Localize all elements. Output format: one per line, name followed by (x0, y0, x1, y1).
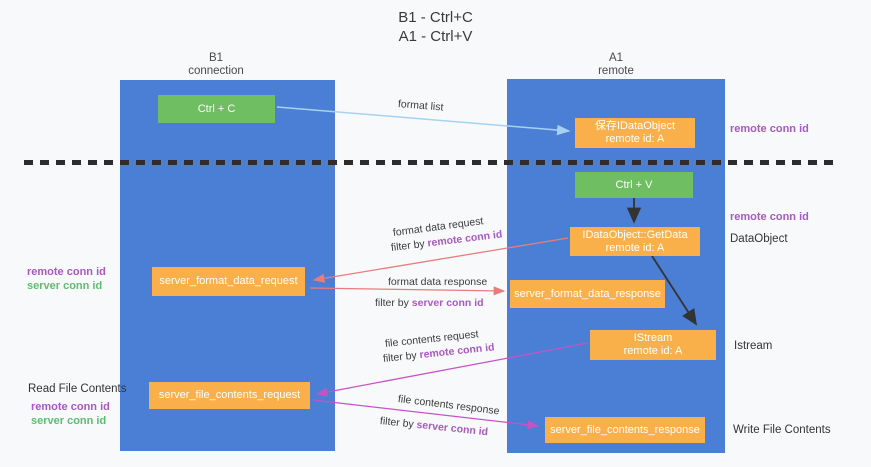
node-istream: IStream remote id: A (590, 330, 716, 360)
node-idataobject-getdata-line2: remote id: A (605, 241, 665, 254)
server-conn-id-key: server conn id (415, 418, 489, 439)
lane-header-a1: A1 remote (546, 52, 686, 78)
diagram-title: B1 - Ctrl+C A1 - Ctrl+V (0, 8, 871, 46)
label-file-contents-response-filter: filter by server conn id (379, 415, 488, 438)
node-save-idataobject: 保存IDataObject remote id: A (575, 118, 695, 148)
node-idataobject-getdata: IDataObject::GetData remote id: A (570, 227, 700, 256)
right-remote-conn-id-top: remote conn id (730, 123, 809, 135)
node-istream-line2: remote id: A (623, 345, 683, 357)
node-save-idataobject-line2: remote id: A (605, 133, 665, 145)
lane-b1-role: connection (188, 65, 244, 77)
left-remote-conn-id-bottom: remote conn id (31, 401, 110, 413)
label-format-list: format list (397, 98, 444, 114)
label-file-contents-response: file contents response (397, 393, 501, 418)
lane-a1-name: A1 (608, 52, 624, 64)
label-read-file-contents: Read File Contents (28, 383, 127, 395)
title-line-2: A1 - Ctrl+V (398, 28, 473, 45)
node-ctrl-c-label: Ctrl + C (197, 102, 236, 115)
left-server-conn-id-bottom: server conn id (31, 415, 107, 427)
lane-b1-name: B1 (208, 52, 224, 64)
node-idataobject-getdata-line1: IDataObject::GetData (582, 228, 688, 241)
filter-by-text: filter by (375, 297, 412, 309)
label-format-data-response: format data response (388, 276, 488, 288)
node-ctrl-v: Ctrl + V (575, 172, 693, 198)
node-server-file-contents-request: server_file_contents_request (149, 382, 310, 409)
node-server-format-data-response: server_format_data_response (510, 280, 665, 308)
lane-header-b1: B1 connection (146, 52, 286, 78)
node-server-file-contents-request-label: server_file_contents_request (158, 389, 301, 401)
left-remote-conn-id-top: remote conn id (27, 266, 106, 278)
label-istream: Istream (734, 340, 773, 352)
node-server-format-data-response-label: server_format_data_response (514, 287, 661, 300)
left-server-conn-id-top: server conn id (27, 280, 103, 292)
node-server-format-data-request-label: server_format_data_request (159, 275, 298, 287)
filter-by-text: filter by (382, 349, 421, 365)
label-format-data-response-filter: filter by server conn id (375, 297, 484, 309)
arrow-format-data-response (309, 286, 506, 296)
lane-a1-role: remote (598, 65, 634, 77)
node-ctrl-v-label: Ctrl + V (615, 178, 653, 191)
dashed-divider (24, 160, 836, 165)
right-remote-conn-id-mid: remote conn id (730, 211, 809, 223)
filter-by-text: filter by (379, 415, 418, 431)
node-istream-line1: IStream (633, 332, 673, 344)
server-conn-id-key: server conn id (411, 297, 484, 309)
label-dataobject: DataObject (730, 233, 788, 245)
node-server-file-contents-response: server_file_contents_response (545, 417, 705, 443)
node-ctrl-c: Ctrl + C (158, 95, 275, 123)
title-line-1: B1 - Ctrl+C (398, 9, 473, 26)
node-save-idataobject-line1: 保存IDataObject (594, 120, 676, 132)
node-server-file-contents-response-label: server_file_contents_response (550, 423, 700, 436)
node-server-format-data-request: server_format_data_request (152, 267, 305, 296)
label-write-file-contents: Write File Contents (733, 424, 831, 436)
filter-by-text: filter by (390, 237, 429, 254)
